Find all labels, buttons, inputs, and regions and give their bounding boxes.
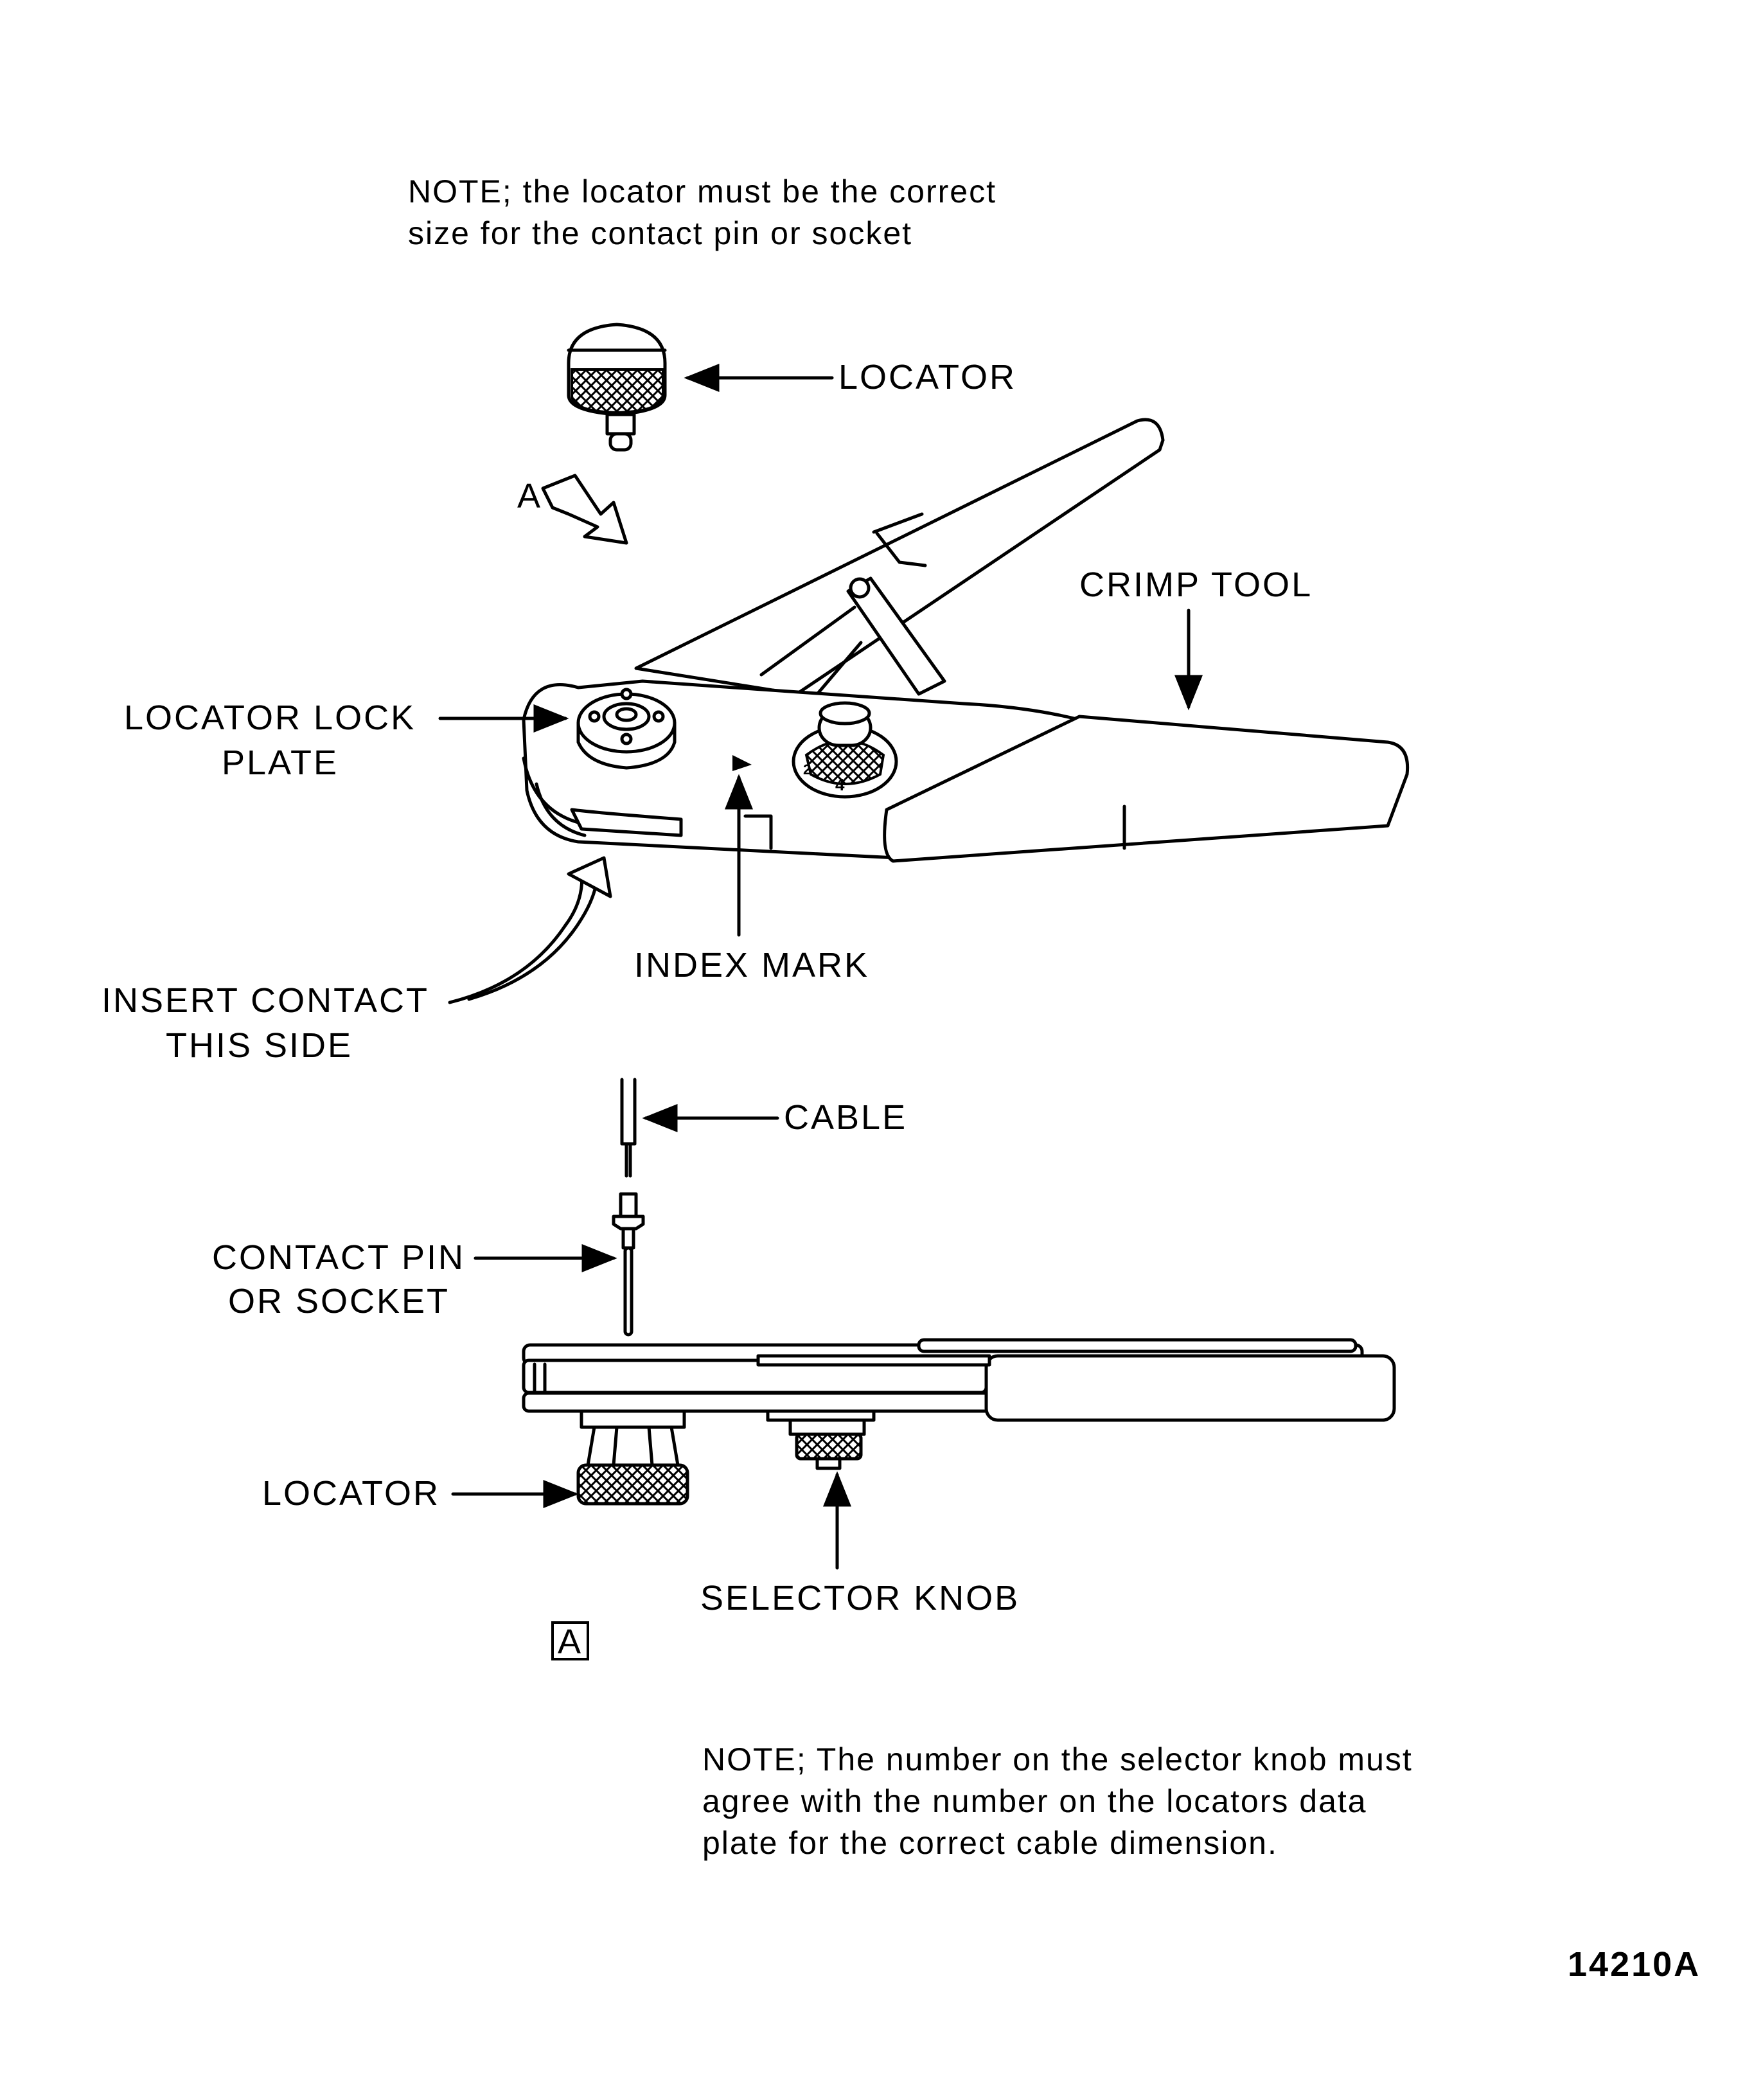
- contact-pin-label-1: CONTACT PIN: [212, 1238, 465, 1277]
- insert-contact-arrow-stem: [448, 869, 584, 1004]
- locator-lock-plate-label-1: LOCATOR LOCK: [124, 699, 416, 737]
- svg-text:4: 4: [835, 775, 845, 794]
- cable-label: CABLE: [784, 1098, 907, 1137]
- cable: [620, 1078, 637, 1178]
- locator-top-label: LOCATOR: [838, 358, 1016, 396]
- contact-pin: [612, 1192, 645, 1337]
- crimp-tool-upper-view: 4 2: [522, 418, 1410, 863]
- insert-contact-label-2: THIS SIDE: [166, 1026, 353, 1065]
- bottom-note-line-2: agree with the number on the locators da…: [702, 1783, 1367, 1819]
- view-a-box: [551, 1621, 589, 1660]
- figure-number: 14210A: [1568, 1945, 1701, 1984]
- selector-knob-label: SELECTOR KNOB: [700, 1579, 1020, 1617]
- view-a-arrow: [541, 474, 628, 545]
- contact-pin-label-2: OR SOCKET: [228, 1282, 450, 1321]
- view-a-box-label: A: [558, 1623, 581, 1661]
- insert-contact-arrow-stem-2: [467, 869, 599, 1001]
- bottom-note-line-1: NOTE; The number on the selector knob mu…: [702, 1741, 1413, 1777]
- index-mark-label: INDEX MARK: [634, 946, 869, 984]
- top-note-line-1: NOTE; the locator must be the correct: [408, 174, 997, 209]
- svg-text:2: 2: [803, 761, 811, 778]
- locator-part-top: [567, 323, 667, 452]
- locator-lock-plate-label-2: PLATE: [222, 743, 339, 782]
- bottom-note-line-3: plate for the correct cable dimension.: [702, 1825, 1278, 1861]
- insert-contact-label-1: INSERT CONTACT: [102, 981, 429, 1020]
- view-a-label: A: [517, 477, 542, 515]
- crimp-tool-label: CRIMP TOOL: [1079, 565, 1313, 604]
- insert-contact-arrow-head: [567, 856, 612, 898]
- locator-bottom-label: LOCATOR: [262, 1474, 440, 1513]
- crimp-tool-side-view: [522, 1338, 1396, 1506]
- top-note-line-2: size for the contact pin or socket: [408, 215, 912, 251]
